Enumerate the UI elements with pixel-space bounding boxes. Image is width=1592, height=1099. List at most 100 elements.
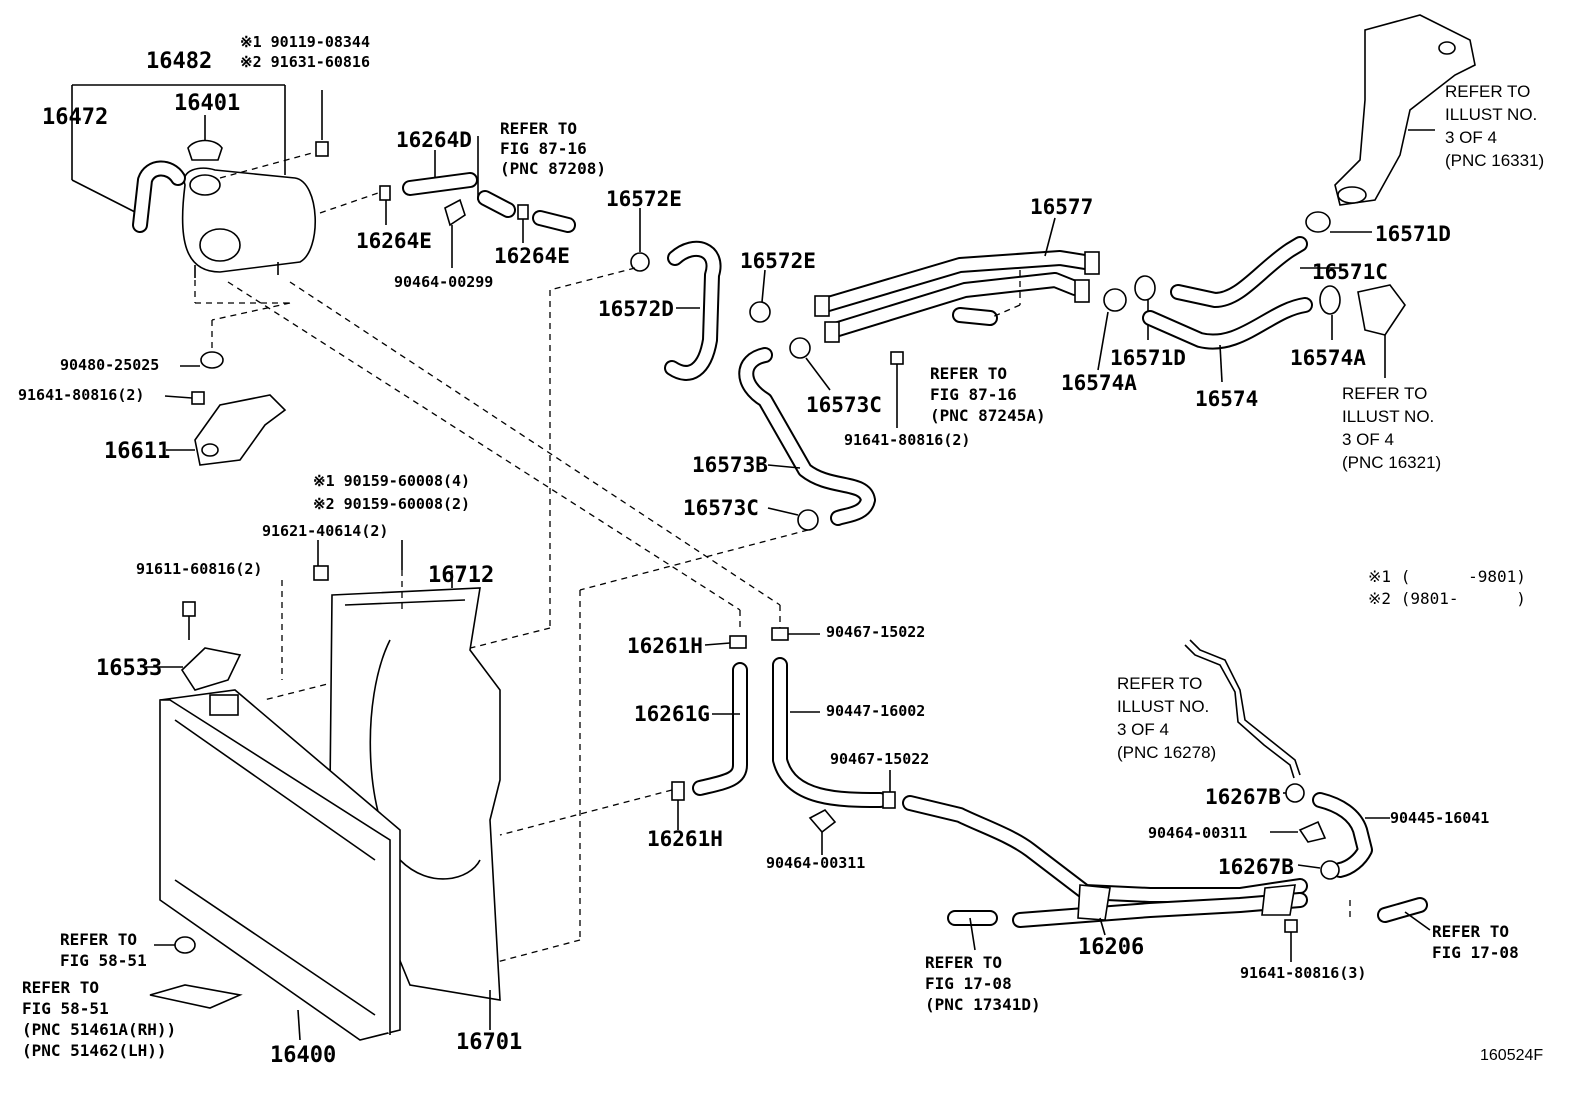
- part-label-16571D-left: 16571D: [1110, 346, 1186, 370]
- part-label-16701: 16701: [456, 1030, 523, 1055]
- reference-87208: REFER TO FIG 87-16 (PNC 87208): [500, 119, 606, 179]
- part-label-90467-15022-bottom: 90467-15022: [830, 750, 930, 768]
- reference-16278-line3: 3 OF 4: [1117, 720, 1169, 739]
- reference-16278-line4: (PNC 16278): [1117, 743, 1217, 762]
- reference-87245A-line2: FIG 87-16: [930, 385, 1017, 404]
- reference-16331: REFER TO ILLUST NO. 3 OF 4 (PNC 16331): [1445, 80, 1544, 172]
- part-label-16264D: 16264D: [396, 128, 472, 152]
- reference-16331-line1: REFER TO: [1445, 82, 1531, 101]
- part-label-90467-15022-top: 90467-15022: [826, 623, 926, 641]
- legend-mark-1: ※1: [1368, 567, 1392, 586]
- reference-87208-line3: (PNC 87208): [500, 159, 606, 178]
- date-range-legend: ※1 ( -9801) ※2 (9801- ): [1368, 566, 1526, 610]
- reference-58-51-lower-line1: REFER TO: [22, 978, 100, 997]
- clamps-16574A-16571D-drawing: [1097, 275, 1156, 371]
- reference-17-08-line2: FIG 17-08: [1432, 943, 1519, 962]
- part-label-16571D-right: 16571D: [1375, 222, 1451, 246]
- reference-17341D-line2: FIG 17-08: [925, 974, 1012, 993]
- part-label-90480-25025: 90480-25025: [60, 356, 160, 374]
- water-housing-drawing: [1334, 14, 1476, 206]
- part-label-16571C: 16571C: [1312, 260, 1388, 284]
- pipe-16577-drawing: [814, 217, 1100, 428]
- reference-87208-line2: FIG 87-16: [500, 139, 587, 158]
- hose-16571C-16574-drawing: [1142, 211, 1372, 383]
- part-label-16401: 16401: [174, 91, 241, 116]
- legend-range-2: (9801- ): [1400, 589, 1526, 608]
- part-label-90464-00299: 90464-00299: [394, 273, 494, 291]
- reference-58-51-lower-line2: FIG 58-51: [22, 999, 109, 1018]
- part-label-16472: 16472: [42, 105, 109, 130]
- part-label-16573C-top: 16573C: [806, 393, 882, 417]
- part-label-16611: 16611: [104, 439, 171, 464]
- hose-16573B-drawing: [409, 269, 876, 986]
- part-label-16482: 16482: [146, 49, 213, 74]
- reference-16321-line3: 3 OF 4: [1342, 430, 1394, 449]
- water-outlet-drawing: [1357, 284, 1406, 378]
- reservoir-tank-drawing: [132, 139, 317, 278]
- part-label-16206: 16206: [1078, 935, 1145, 960]
- figure-number: 160524F: [1480, 1047, 1544, 1064]
- part-label-16572D: 16572D: [598, 297, 674, 321]
- part-label-16264E-right: 16264E: [494, 244, 570, 268]
- hose-16261G-drawing: [499, 627, 820, 836]
- part-label-90447-16002: 90447-16002: [826, 702, 926, 720]
- reference-58-51-lower-line4: (PNC 51462(LH)): [22, 1041, 167, 1060]
- pipe-16206-drawing: [902, 795, 1431, 962]
- bracket-16533-drawing: [143, 540, 403, 691]
- reference-16278-line2: ILLUST NO.: [1117, 697, 1210, 716]
- legend-row-2: ※2 (9801- ): [1368, 588, 1526, 610]
- reference-16331-line2: ILLUST NO.: [1445, 105, 1538, 124]
- bolt-90119-drawing: [315, 90, 329, 157]
- reference-58-51-upper: REFER TO FIG 58-51: [60, 929, 147, 971]
- part-label-90159-60008-2: ※2 90159-60008(2): [313, 495, 471, 513]
- part-label-91631-60816: ※2 91631-60816: [240, 53, 370, 71]
- part-label-90464-00311-right: 90464-00311: [1148, 824, 1248, 842]
- part-label-90119-08344: ※1 90119-08344: [240, 33, 370, 51]
- legend-mark-2: ※2: [1368, 589, 1392, 608]
- part-label-16264E-left: 16264E: [356, 229, 432, 253]
- reference-17-08: REFER TO FIG 17-08: [1432, 921, 1519, 963]
- reference-58-51-upper-line2: FIG 58-51: [60, 951, 147, 970]
- part-label-16574: 16574: [1195, 387, 1259, 411]
- reference-58-51-lower: REFER TO FIG 58-51 (PNC 51461A(RH)) (PNC…: [22, 977, 176, 1061]
- reference-16321-line4: (PNC 16321): [1342, 453, 1442, 472]
- reference-17341D-line3: (PNC 17341D): [925, 995, 1041, 1014]
- hose-90447-drawing: [772, 657, 896, 855]
- reference-16331-line3: 3 OF 4: [1445, 128, 1497, 147]
- reservoir-leaders: [71, 84, 379, 214]
- reference-16321-line2: ILLUST NO.: [1342, 407, 1435, 426]
- part-label-16572E-mid: 16572E: [740, 249, 816, 273]
- part-label-16574A-left: 16574A: [1061, 371, 1137, 395]
- reference-16331-line4: (PNC 16331): [1445, 151, 1545, 170]
- hose-16264-drawing: [379, 150, 576, 268]
- part-label-16572E-top: 16572E: [606, 187, 682, 211]
- reference-17341D-line1: REFER TO: [925, 953, 1003, 972]
- part-label-91641-80816-top: 91641-80816(2): [844, 431, 971, 449]
- bracket-16611-drawing: [164, 351, 287, 466]
- reference-58-51-upper-line1: REFER TO: [60, 930, 138, 949]
- reference-87208-line1: REFER TO: [500, 119, 578, 138]
- legend-row-1: ※1 ( -9801): [1368, 566, 1526, 588]
- part-label-16261G: 16261G: [634, 702, 710, 726]
- part-label-16261H-bottom: 16261H: [647, 827, 723, 851]
- legend-range-1: ( -9801): [1400, 567, 1526, 586]
- part-label-16400: 16400: [270, 1043, 337, 1068]
- part-label-90159-60008-1: ※1 90159-60008(4): [313, 472, 471, 490]
- reference-87245A-line1: REFER TO: [930, 364, 1008, 383]
- part-label-16267B-top: 16267B: [1205, 785, 1281, 809]
- part-label-16574A-right: 16574A: [1290, 346, 1366, 370]
- reference-16278-line1: REFER TO: [1117, 674, 1203, 693]
- part-label-16573C-bottom: 16573C: [683, 496, 759, 520]
- reference-87245A-line3: (PNC 87245A): [930, 406, 1046, 425]
- part-label-16573B: 16573B: [692, 453, 768, 477]
- part-label-91611-60816: 91611-60816(2): [136, 560, 263, 578]
- part-label-16267B-bottom: 16267B: [1218, 855, 1294, 879]
- reference-87245A: REFER TO FIG 87-16 (PNC 87245A): [930, 363, 1046, 426]
- part-label-90464-00311-left: 90464-00311: [766, 854, 866, 872]
- part-label-16261H-top: 16261H: [627, 634, 703, 658]
- tank-dash-lines: [194, 280, 781, 630]
- part-label-91641-80816-bottom: 91641-80816(3): [1240, 964, 1367, 982]
- part-label-16533: 16533: [96, 656, 163, 681]
